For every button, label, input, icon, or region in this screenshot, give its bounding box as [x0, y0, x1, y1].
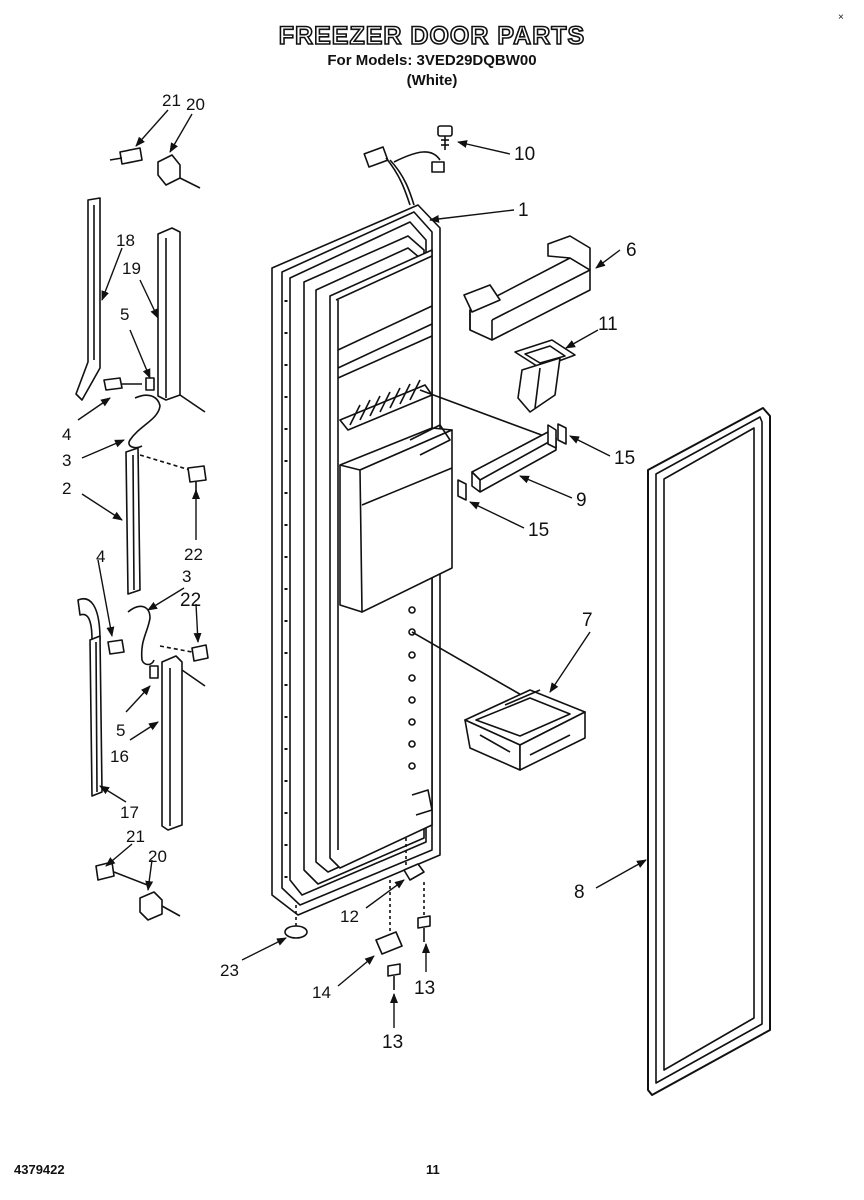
strip-4-bottom — [77, 598, 101, 641]
callout-21-top: 21 — [162, 91, 181, 110]
dispenser-grill — [339, 379, 433, 431]
callout-8: 8 — [574, 882, 585, 903]
door-holes — [408, 606, 416, 770]
models-line: For Models: 3VED29DQBW00 — [327, 52, 537, 69]
corner-mark: × — [838, 12, 844, 23]
hinge-3-top — [128, 394, 161, 449]
screw-4-bottom — [107, 639, 125, 655]
strip-18 — [75, 197, 101, 401]
callout-16: 16 — [110, 747, 129, 766]
page-title: FREEZER DOOR PARTS — [278, 21, 586, 51]
dispenser-housing — [339, 424, 453, 613]
callout-3-top: 3 — [62, 451, 71, 470]
door-gasket-8 — [647, 407, 771, 1096]
screw-21-bottom — [95, 861, 151, 887]
bracket-12 — [403, 838, 425, 881]
part-number: 4379422 — [14, 1162, 65, 1177]
screw-4-top — [103, 377, 142, 391]
clip-5-top — [145, 377, 155, 391]
callout-15-top: 15 — [614, 448, 635, 469]
channel-19 — [157, 227, 206, 413]
hinge-3-bottom — [127, 605, 155, 666]
callout-labels: 21 20 18 19 5 4 3 2 22 4 3 22 5 16 17 21… — [62, 91, 637, 1053]
callout-13-right: 13 — [414, 978, 435, 999]
strip-17 — [89, 635, 103, 797]
screw-22-bottom — [159, 644, 209, 662]
callout-11: 11 — [598, 314, 618, 335]
rail-9 — [457, 423, 567, 501]
callout-22-bottom: 22 — [180, 590, 201, 611]
callout-14: 14 — [312, 983, 331, 1002]
callout-13-left: 13 — [382, 1032, 403, 1053]
screw-22-top — [187, 465, 207, 494]
callout-20-top: 20 — [186, 95, 205, 114]
strip-2 — [125, 447, 141, 595]
callout-5-top: 5 — [120, 305, 129, 324]
callout-5-bottom: 5 — [116, 721, 125, 740]
callout-4-bottom: 4 — [96, 547, 105, 566]
foot-23 — [284, 905, 308, 939]
ice-bucket-7 — [464, 689, 586, 771]
callout-22-top: 22 — [184, 545, 203, 564]
variant-label: (White) — [406, 72, 458, 89]
callout-17: 17 — [120, 803, 139, 822]
screw-21-top — [109, 147, 143, 165]
callout-18: 18 — [116, 231, 135, 250]
page-number: 11 — [426, 1162, 440, 1177]
callout-2: 2 — [62, 479, 71, 498]
clip-5-bottom — [149, 665, 159, 679]
cap-20-bottom — [139, 891, 181, 921]
callout-7: 7 — [582, 610, 593, 631]
callout-15-bottom: 15 — [528, 520, 549, 541]
leader-arrows — [77, 109, 647, 1028]
callout-1: 1 — [518, 200, 529, 221]
cap-20-top — [157, 154, 201, 189]
callout-21-bottom: 21 — [126, 827, 145, 846]
wire-harness — [363, 146, 445, 206]
callout-19: 19 — [122, 259, 141, 278]
callout-20-bottom: 20 — [148, 847, 167, 866]
callout-3-bottom: 3 — [182, 567, 191, 586]
door-shelf-6 — [463, 235, 591, 341]
callout-23: 23 — [220, 961, 239, 980]
screw-10 — [437, 125, 453, 150]
callout-12: 12 — [340, 907, 359, 926]
ice-chute-11 — [514, 339, 576, 413]
callout-6: 6 — [626, 240, 637, 261]
callout-10: 10 — [514, 144, 535, 165]
screw-13-right — [417, 882, 431, 942]
callout-4-top: 4 — [62, 425, 71, 444]
callout-9: 9 — [576, 490, 587, 511]
channel-16 — [161, 655, 206, 831]
plate-14 — [375, 880, 403, 955]
door-panel — [271, 146, 556, 916]
screw-13-left — [387, 963, 401, 990]
